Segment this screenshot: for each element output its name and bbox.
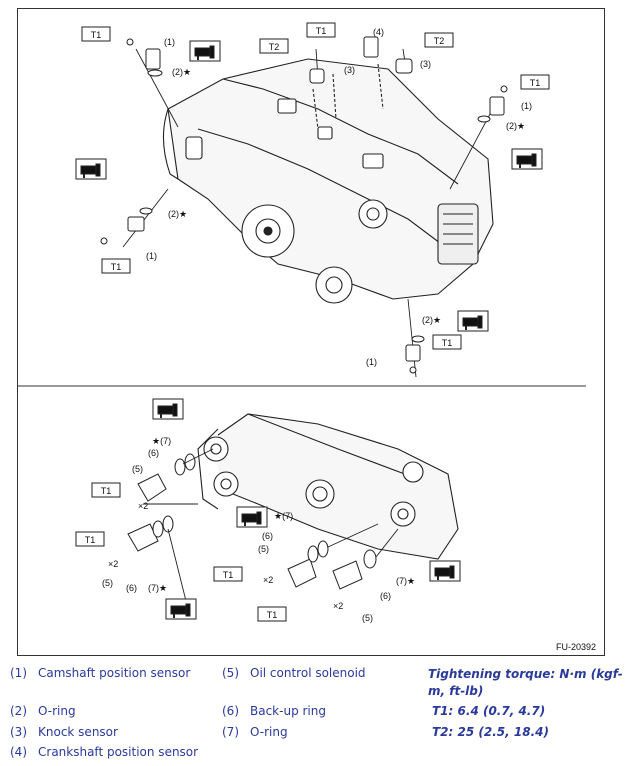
legend-item: (3) Knock sensor — [10, 725, 118, 739]
callout-2star-a: (2)★ — [172, 67, 191, 77]
diagram-canvas: T1 T1 T2 T1 T2 T1 T1 T1 T1 T1 T1 (1) (2)… — [18, 22, 596, 652]
lower-leader-lines — [143, 448, 399, 602]
callout-6-c: (6) — [262, 531, 273, 541]
callout-2star-c: (2)★ — [506, 121, 525, 131]
callout-1-c: (1) — [521, 101, 532, 111]
callout-1-a: (1) — [164, 37, 175, 47]
legend-text: O-ring — [250, 725, 288, 739]
exploded-engine-diagram: T1 T1 T2 T1 T2 T1 T1 T1 T1 T1 T1 (1) (2)… — [17, 8, 605, 656]
legend-item: (6) Back-up ring — [222, 704, 326, 718]
solenoid-lower-left — [127, 523, 159, 552]
crankshaft-sensor — [363, 36, 379, 58]
oil-can-icon — [511, 148, 543, 170]
legend-text: Knock sensor — [38, 725, 118, 739]
callout-star7-a: ★(7) — [152, 436, 171, 446]
callout-1-b: (1) — [146, 251, 157, 261]
callout-2star-d: (2)★ — [422, 315, 441, 325]
legend-item: (2) O-ring — [10, 704, 76, 718]
parts-legend: (1) Camshaft position sensor (2) O-ring (3… — [0, 660, 630, 766]
callout-5-b: (5) — [102, 578, 113, 588]
legend-num: (6) — [222, 704, 239, 718]
callout-5-c: (5) — [258, 544, 269, 554]
oil-can-icon — [75, 158, 107, 180]
legend-text: Back-up ring — [250, 704, 326, 718]
callout-x2-d: ×2 — [333, 601, 343, 611]
t2-box-b: T2 — [434, 36, 445, 46]
t1-box-h: T1 — [223, 570, 234, 580]
legend-text: Crankshaft position sensor — [38, 745, 199, 759]
oil-can-icon — [236, 506, 268, 528]
legend-text: Oil control solenoid — [250, 666, 366, 680]
oil-can-icon — [429, 560, 461, 582]
callout-x2-b: ×2 — [108, 559, 118, 569]
camshaft-sensor-1 — [145, 48, 161, 70]
oil-can-icon — [457, 310, 489, 332]
callout-x2-c: ×2 — [263, 575, 273, 585]
legend-num: (5) — [222, 666, 239, 680]
callout-5-a: (5) — [132, 464, 143, 474]
t1-box-c: T1 — [316, 26, 327, 36]
knock-sensor-right — [395, 58, 413, 74]
t1-box-e: T1 — [442, 338, 453, 348]
t2-box-a: T2 — [269, 42, 280, 52]
callout-3-a: (3) — [344, 65, 355, 75]
t1-box-b: T1 — [111, 262, 122, 272]
callout-7star-a: (7)★ — [148, 583, 167, 593]
torque-value: 25 (2.5, 18.4) — [457, 725, 549, 739]
legend-item: (4) Crankshaft position sensor — [10, 745, 198, 759]
camshaft-sensor-2 — [127, 216, 145, 232]
callout-6-d: (6) — [380, 591, 391, 601]
callout-1-d: (1) — [366, 357, 377, 367]
figure-code: FU-20392 — [556, 642, 596, 652]
callout-6-a: (6) — [148, 448, 159, 458]
callout-2star-b: (2)★ — [168, 209, 187, 219]
legend-item: (7) O-ring — [222, 725, 288, 739]
torque-value: 6.4 (0.7, 4.7) — [457, 704, 546, 718]
t1-box-d: T1 — [530, 78, 541, 88]
t1-box-f: T1 — [101, 486, 112, 496]
camshaft-sensor-4 — [405, 344, 421, 362]
oil-can-icon — [189, 40, 221, 62]
callout-x2-a: ×2 — [138, 501, 148, 511]
callout-4: (4) — [373, 27, 384, 37]
legend-num: (2) — [10, 704, 27, 718]
cylinder-head-lower — [197, 413, 459, 560]
lower-solenoids — [127, 453, 377, 590]
callouts: (1) (2)★ (2)★ (1) (4) (3) (3) (1) (2)★ (… — [102, 27, 532, 623]
callout-7star-b: (7)★ — [396, 576, 415, 586]
legend-num: (1) — [10, 666, 27, 680]
torque-title: Tightening torque: N·m (kgf-m, ft-lb) — [428, 667, 623, 698]
camshaft-sensor-3 — [489, 96, 505, 116]
callout-star7-b: ★(7) — [274, 511, 293, 521]
solenoid-upper-left — [137, 473, 167, 502]
legend-text: Camshaft position sensor — [38, 666, 191, 680]
torque-t2: T2: 25 (2.5, 18.4) — [432, 725, 549, 739]
legend-text: O-ring — [38, 704, 76, 718]
legend-num: (3) — [10, 725, 27, 739]
knock-sensor-left — [309, 68, 325, 84]
callout-5-d: (5) — [362, 613, 373, 623]
t1-box-a: T1 — [91, 30, 102, 40]
torque-id: T2: — [432, 725, 454, 739]
torque-id: T1: — [432, 704, 454, 718]
legend-item: (5) Oil control solenoid — [222, 666, 366, 680]
legend-num: (7) — [222, 725, 239, 739]
t1-box-i: T1 — [267, 610, 278, 620]
torque-boxes: T1 T1 T2 T1 T2 T1 T1 T1 T1 T1 T1 — [75, 22, 550, 622]
t1-box-g: T1 — [85, 535, 96, 545]
upper-sensors — [100, 36, 508, 374]
solenoid-lower-mid — [287, 558, 317, 588]
callout-3-b: (3) — [420, 59, 431, 69]
engine-block-upper — [162, 58, 494, 304]
oil-symbol-boxes — [75, 40, 543, 620]
callout-6-b: (6) — [126, 583, 137, 593]
oil-can-icon — [152, 398, 184, 420]
solenoid-lower-right — [332, 560, 363, 590]
oil-can-icon — [165, 598, 197, 620]
torque-t1: T1: 6.4 (0.7, 4.7) — [432, 704, 545, 718]
legend-item: (1) Camshaft position sensor — [10, 666, 190, 680]
legend-num: (4) — [10, 745, 27, 759]
